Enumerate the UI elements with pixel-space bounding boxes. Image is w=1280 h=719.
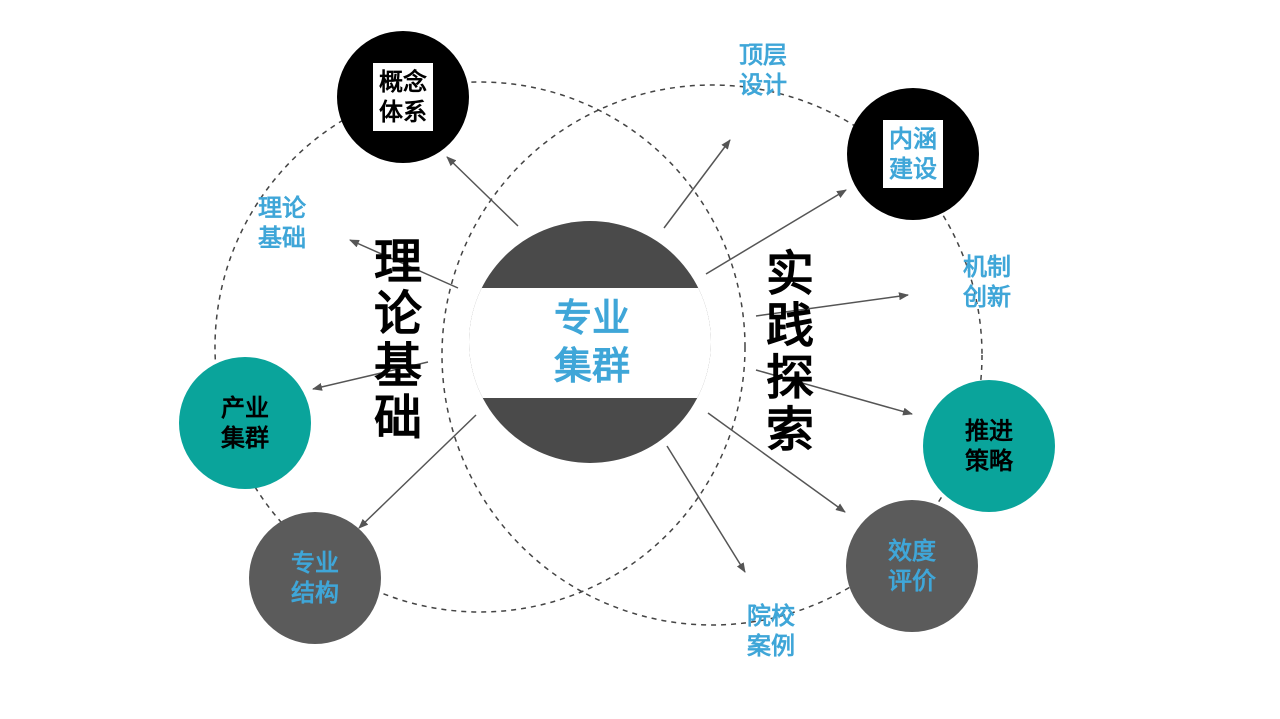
label-mechanism-innovation: 机制 创新 [963,253,1011,311]
right-vertical-title: 实 践 探 索 [765,246,814,458]
arrow-to-mechanism-innovation [755,292,909,317]
node-industry-cluster: 产业 集群 [179,357,311,489]
node-promotion-strategy: 推进 策略 [923,380,1055,512]
label-college-cases: 院校 案例 [747,602,795,660]
left-orbit-dashed [214,81,746,613]
center-label: 专业 集群 [553,296,630,388]
arrow-to-college-cases [666,445,746,573]
arrow-to-connotation-building [705,189,847,275]
arrow-to-effectiveness-eval [707,412,846,513]
left-vertical-title: 理 论 基 础 [373,234,422,446]
node-concept-system: 概念 体系 [337,31,469,163]
node-promotion-strategy-label: 推进 策略 [965,417,1013,475]
node-major-structure: 专业 结构 [249,512,381,644]
arrow-to-top-design [663,139,731,229]
right-orbit-dashed [441,84,983,626]
label-top-design: 顶层 设计 [739,41,787,99]
label-theory-basis: 理论 基础 [258,194,306,252]
node-connotation-building: 内涵 建设 [847,88,979,220]
node-major-structure-label: 专业 结构 [291,549,339,607]
arrow-to-major-structure [358,414,477,529]
arrow-to-concept-system [446,156,519,227]
node-connotation-building-label: 内涵 建设 [883,120,943,188]
node-industry-cluster-label: 产业 集群 [221,394,269,452]
arrow-to-theory-basis [349,239,459,289]
node-effectiveness-eval: 效度 评价 [846,500,978,632]
center-sphere [469,221,711,463]
node-effectiveness-eval-label: 效度 评价 [888,537,936,595]
arrow-to-industry-cluster [312,361,429,391]
arrow-to-promotion-strategy [755,369,913,416]
node-concept-system-label: 概念 体系 [373,63,433,131]
